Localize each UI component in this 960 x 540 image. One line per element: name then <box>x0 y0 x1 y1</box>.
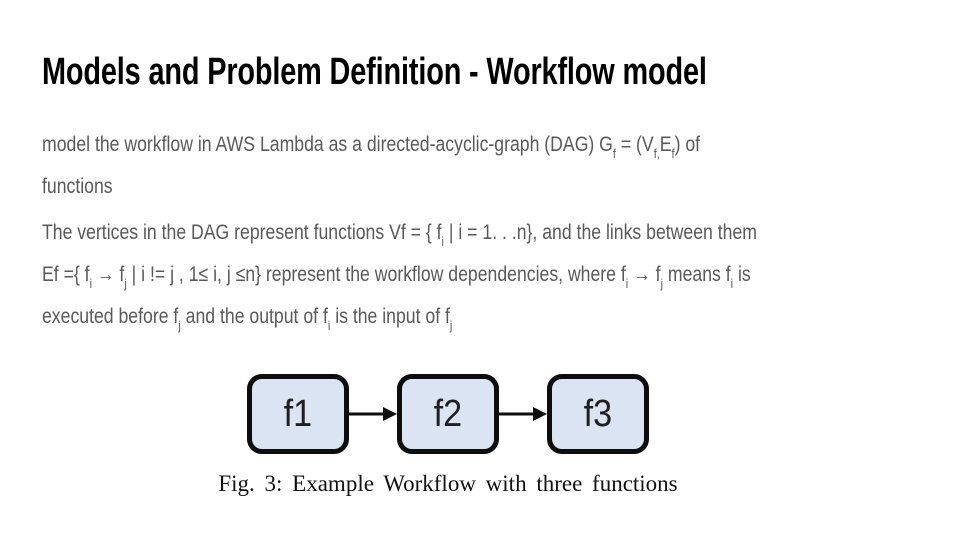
paragraph-intro: model the workflow in AWS Lambda as a di… <box>42 133 701 198</box>
workflow-node-f2: f2 <box>397 374 499 454</box>
arrow-icon <box>349 407 397 421</box>
arrow-icon <box>499 407 547 421</box>
workflow-figure: f1 f2 f3 Fig. 3: Example Workflow with t… <box>188 374 708 497</box>
node-label: f3 <box>583 393 613 435</box>
node-label: f2 <box>433 393 463 435</box>
figure-caption: Fig. 3: Example Workflow with three func… <box>218 471 678 496</box>
slide-title: Models and Problem Definition - Workflow… <box>42 51 707 93</box>
workflow-diagram: f1 f2 f3 <box>188 374 708 454</box>
workflow-node-f1: f1 <box>247 374 349 454</box>
node-label: f1 <box>283 393 313 435</box>
workflow-node-f3: f3 <box>547 374 649 454</box>
paragraph-definition: The vertices in the DAG represent functi… <box>42 221 757 333</box>
